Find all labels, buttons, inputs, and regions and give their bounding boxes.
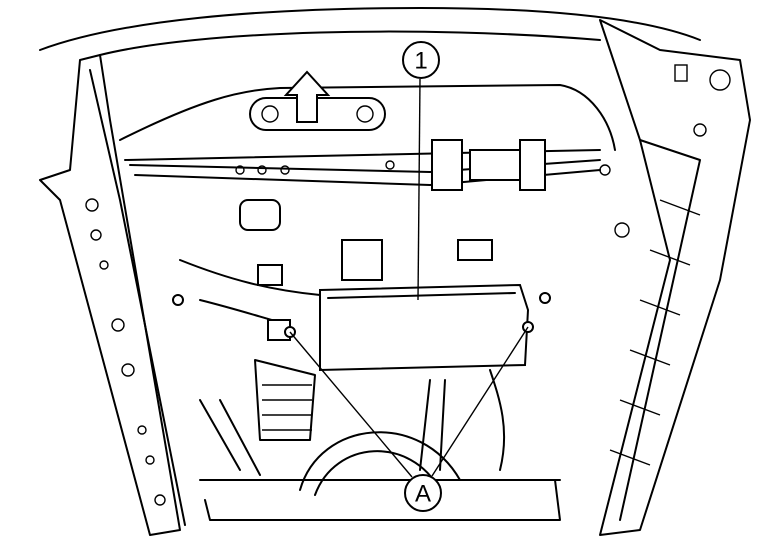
right-seat-rail xyxy=(599,19,751,536)
seat-outline xyxy=(39,7,701,51)
lower-mechanism xyxy=(199,359,561,521)
module-box xyxy=(172,283,551,372)
leader-line-1 xyxy=(417,78,421,301)
wiring-harness xyxy=(129,139,601,341)
svg-text:1: 1 xyxy=(414,48,427,75)
left-seat-rail xyxy=(39,54,186,536)
callout-1: 1 xyxy=(402,41,440,79)
leader-line-a-right xyxy=(431,326,529,477)
callout-a: A xyxy=(404,474,442,512)
front-direction-arrow-icon xyxy=(283,70,331,123)
leader-line-a-left xyxy=(289,331,413,478)
svg-text:A: A xyxy=(415,481,431,508)
